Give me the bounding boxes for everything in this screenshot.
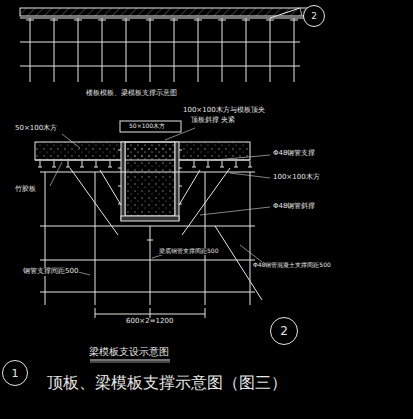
callout-circle: 2 xyxy=(270,317,298,345)
stroke xyxy=(270,18,271,82)
stroke xyxy=(150,18,151,82)
part-label: 100×100木方与模板顶夹 xyxy=(182,107,266,115)
stroke xyxy=(192,167,196,168)
stroke xyxy=(222,161,223,167)
stroke xyxy=(179,168,182,169)
part-label: 钢管支撑间距500 xyxy=(22,268,79,276)
stroke xyxy=(96,161,97,167)
stroke xyxy=(234,167,238,168)
stroke xyxy=(250,161,251,167)
stroke xyxy=(122,20,130,21)
stroke xyxy=(222,18,223,82)
caption: 梁模板支设示意图 xyxy=(88,346,170,357)
stroke xyxy=(294,18,295,82)
stroke xyxy=(246,18,247,82)
part-label: 50×100木方 xyxy=(128,123,166,130)
stroke xyxy=(82,161,83,167)
stroke xyxy=(179,186,182,187)
stroke xyxy=(146,20,154,21)
part-label: Φ48钢管斜撑 xyxy=(272,203,316,211)
stroke xyxy=(54,161,55,167)
stroke xyxy=(198,18,199,82)
part-label: 100×100木方 xyxy=(272,174,321,182)
stroke xyxy=(108,167,112,168)
callout-number: 2 xyxy=(311,11,317,21)
part-label: Φ48钢管支撑 xyxy=(272,150,316,158)
stroke xyxy=(206,167,210,168)
part-label: 竹胶板 xyxy=(14,186,37,194)
stroke xyxy=(26,20,34,21)
stroke xyxy=(208,161,209,167)
stroke xyxy=(290,20,298,21)
stroke xyxy=(174,18,175,82)
stroke xyxy=(220,167,224,168)
stroke xyxy=(68,161,69,167)
caption: 楼板模板、梁模板支撑示意图 xyxy=(85,90,178,98)
stroke xyxy=(194,161,195,167)
stroke xyxy=(66,167,70,168)
stroke xyxy=(98,20,106,21)
drawing-title: 顶板、梁模板支撑示意图（图三） xyxy=(46,374,288,392)
stroke xyxy=(52,167,56,168)
part-label: 梁底钢管支撑间距500 xyxy=(158,248,219,255)
stroke xyxy=(40,161,41,167)
stroke xyxy=(80,167,84,168)
stroke xyxy=(242,20,250,21)
stroke xyxy=(74,20,82,21)
callout-circle: 2 xyxy=(303,5,325,27)
stroke xyxy=(218,20,226,21)
stroke xyxy=(118,150,121,151)
stroke xyxy=(94,167,98,168)
stroke xyxy=(236,161,237,167)
callout-number: 1 xyxy=(12,367,19,380)
dimension: 600×2=1200 xyxy=(125,318,174,326)
stroke xyxy=(118,186,121,187)
stroke xyxy=(118,168,121,169)
stroke xyxy=(30,18,31,82)
stroke xyxy=(102,18,103,82)
part-label: Φ48钢管混凝土支撑间距500 xyxy=(252,262,332,269)
stroke xyxy=(50,20,58,21)
part-label: 顶板斜撑 夹紧 xyxy=(190,117,236,125)
stroke xyxy=(179,150,182,151)
stroke xyxy=(54,18,55,82)
stroke xyxy=(38,167,42,168)
part-label: 50×100木方 xyxy=(14,125,58,133)
stroke xyxy=(248,167,252,168)
stroke xyxy=(110,161,111,167)
callout-number: 2 xyxy=(280,324,288,338)
callout-circle: 1 xyxy=(2,360,28,386)
stroke xyxy=(194,20,202,21)
stroke xyxy=(78,18,79,82)
stroke xyxy=(266,20,274,21)
stroke xyxy=(170,20,178,21)
stroke xyxy=(126,18,127,82)
